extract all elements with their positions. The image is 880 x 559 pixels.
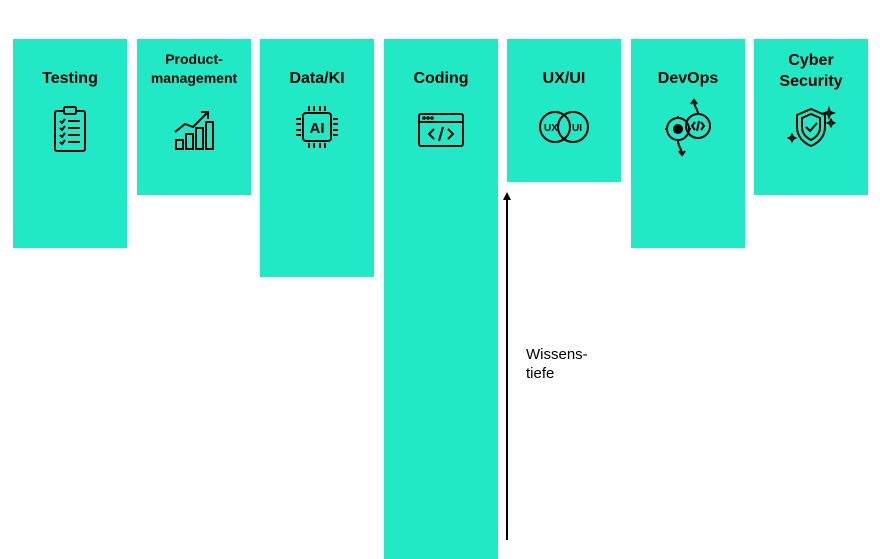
column-title: DevOps bbox=[657, 70, 719, 87]
growth-chart-icon bbox=[171, 106, 217, 152]
column-data-ki: Data/KI AI bbox=[260, 39, 374, 277]
ai-chip-text: AI bbox=[310, 120, 325, 137]
ai-chip-icon: AI bbox=[292, 102, 342, 152]
code-window-icon bbox=[417, 111, 465, 149]
column-title-line1: Cyber bbox=[788, 52, 834, 69]
knowledge-depth-label-line2: tiefe bbox=[526, 365, 555, 382]
column-title-line2: Security bbox=[779, 73, 843, 90]
column-title-line2: management bbox=[150, 70, 238, 86]
column-title: Testing bbox=[42, 70, 98, 87]
knowledge-depth-label-line1: Wissens- bbox=[526, 346, 588, 363]
column-title: Product- management bbox=[137, 50, 251, 88]
column-title: UX/UI bbox=[542, 70, 586, 87]
column-ux-ui: UX/UI UX UI bbox=[507, 39, 621, 182]
column-testing: Testing bbox=[13, 39, 127, 248]
column-title: Data/KI bbox=[289, 70, 345, 87]
clipboard-checklist-icon bbox=[52, 105, 88, 153]
ux-text: UX bbox=[544, 123, 558, 134]
column-coding: Coding bbox=[384, 39, 498, 559]
ux-ui-venn-icon: UX UI bbox=[534, 109, 594, 145]
security-shield-icon bbox=[785, 101, 837, 153]
column-title: Cyber Security bbox=[754, 50, 868, 92]
ui-text: UI bbox=[572, 123, 582, 134]
knowledge-depth-arrow bbox=[500, 192, 514, 545]
column-cyber-security: Cyber Security bbox=[754, 39, 868, 195]
column-devops: DevOps bbox=[631, 39, 745, 248]
column-productmanagement: Product- management bbox=[137, 39, 251, 195]
column-title: Coding bbox=[413, 70, 469, 87]
column-title-line1: Product- bbox=[165, 51, 223, 67]
knowledge-depth-label: Wissens- tiefe bbox=[526, 345, 588, 383]
devops-cycle-icon bbox=[658, 97, 718, 159]
